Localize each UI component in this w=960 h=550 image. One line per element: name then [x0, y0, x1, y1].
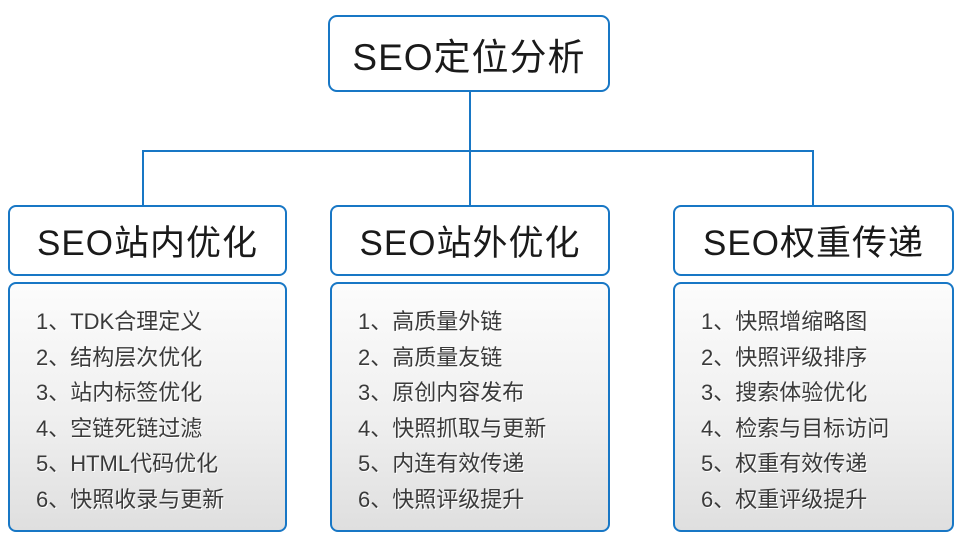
column-onsite-title: SEO站内优化	[37, 224, 258, 263]
list-item: 3、站内标签优化	[36, 380, 203, 405]
list-item: 2、高质量友链	[358, 344, 503, 370]
connector-horizontal	[142, 150, 814, 152]
connector-root-vertical	[469, 92, 471, 150]
root-node-title: SEO定位分析	[352, 36, 586, 78]
list-item: 4、空链死链过滤	[36, 415, 203, 441]
list-item: 5、权重有效传递	[701, 451, 868, 476]
list-item: 3、原创内容发布	[358, 380, 525, 405]
list-item: 5、HTML代码优化	[36, 451, 219, 476]
list-item: 4、检索与目标访问	[701, 415, 890, 441]
column-weight-header: SEO权重传递	[673, 205, 954, 276]
connector-drop-center	[469, 150, 471, 205]
column-onsite-list: 1、TDK合理定义 2、结构层次优化 3、站内标签优化 4、空链死链过滤 5、H…	[8, 282, 287, 532]
list-item: 2、快照评级排序	[701, 344, 868, 370]
column-offsite-list: 1、高质量外链 2、高质量友链 3、原创内容发布 4、快照抓取与更新 5、内连有…	[330, 282, 610, 532]
list-item: 2、结构层次优化	[36, 344, 203, 370]
list-item: 1、TDK合理定义	[36, 309, 203, 334]
column-offsite-header: SEO站外优化	[330, 205, 610, 276]
list-item: 6、权重评级提升	[701, 486, 868, 512]
column-onsite-header: SEO站内优化	[8, 205, 287, 276]
list-item: 4、快照抓取与更新	[358, 415, 547, 441]
connector-drop-left	[142, 150, 144, 205]
list-item: 6、快照评级提升	[358, 486, 525, 512]
column-weight-list: 1、快照增缩略图 2、快照评级排序 3、搜索体验优化 4、检索与目标访问 5、权…	[673, 282, 954, 532]
root-node: SEO定位分析	[328, 15, 610, 92]
list-item: 3、搜索体验优化	[701, 380, 868, 405]
connector-drop-right	[812, 150, 814, 205]
list-item: 6、快照收录与更新	[36, 486, 225, 512]
column-weight-title: SEO权重传递	[703, 224, 924, 263]
column-offsite-title: SEO站外优化	[359, 224, 581, 263]
list-item: 1、快照增缩略图	[701, 309, 868, 334]
list-item: 5、内连有效传递	[358, 451, 525, 476]
list-item: 1、高质量外链	[358, 309, 503, 334]
